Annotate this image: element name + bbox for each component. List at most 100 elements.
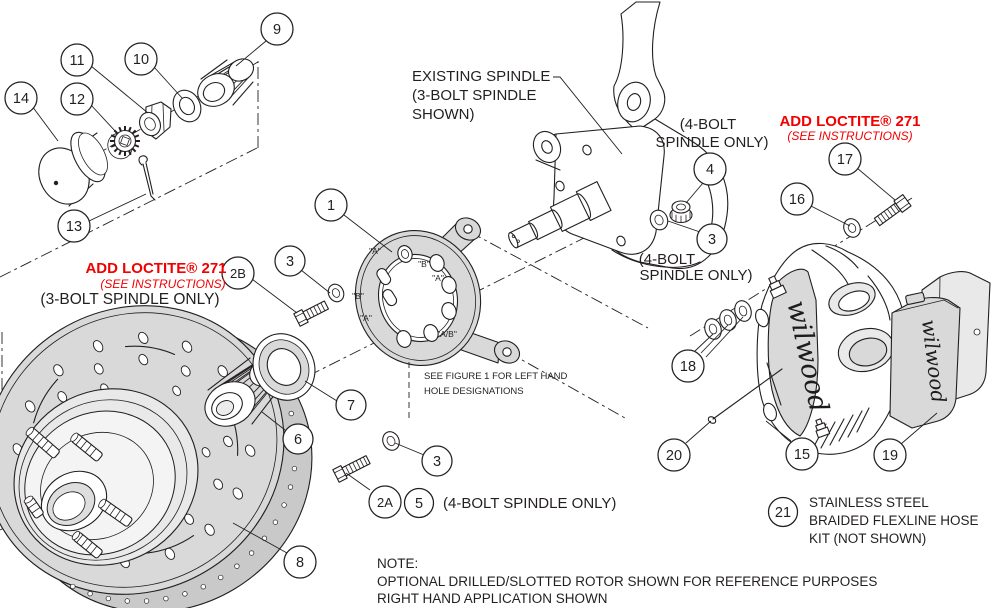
callout-4: 4 <box>693 152 727 186</box>
svg-text:"A/B": "A/B" <box>437 329 457 339</box>
callout-1: 1 <box>314 188 348 222</box>
caliper-bolt-17 <box>873 194 912 227</box>
svg-text:20: 20 <box>666 448 682 464</box>
svg-text:1: 1 <box>327 198 335 214</box>
thrust-washer <box>172 89 202 123</box>
loctite-note-left: ADD LOCTITE® 271 <box>85 260 226 277</box>
caliper-face <box>767 268 819 437</box>
callout-18: 18 <box>671 349 705 383</box>
svg-text:SPINDLE ONLY): SPINDLE ONLY) <box>639 267 752 284</box>
svg-text:21: 21 <box>775 505 791 521</box>
wheel-studs <box>23 426 133 559</box>
svg-text:(3-BOLT SPINDLE: (3-BOLT SPINDLE <box>412 87 536 104</box>
note-title: NOTE: <box>377 556 418 571</box>
svg-text:"B": "B" <box>352 291 364 301</box>
bracket-bolt-2a <box>332 431 400 483</box>
callout-balloons: 9 11 10 14 12 13 1 2B 3 4 3 17 16 7 6 3 … <box>4 12 907 579</box>
svg-text:18: 18 <box>680 359 696 375</box>
spindle-nut <box>138 101 172 140</box>
spindle-nut-lock <box>107 126 140 160</box>
svg-text:SHOWN): SHOWN) <box>412 106 475 123</box>
svg-text:6: 6 <box>294 432 302 448</box>
svg-text:9: 9 <box>273 22 281 38</box>
bleed-screw <box>815 418 831 439</box>
callout-8: 8 <box>283 545 317 579</box>
bracket-bolt-2b <box>293 283 345 327</box>
svg-text:12: 12 <box>69 92 85 108</box>
wheel-stud <box>70 432 103 462</box>
svg-text:SPINDLE ONLY): SPINDLE ONLY) <box>655 134 768 151</box>
callout-17: 17 <box>828 142 862 176</box>
svg-text:17: 17 <box>837 152 853 168</box>
callout-3c: 3 <box>421 445 453 477</box>
bleed-screw <box>768 275 787 299</box>
callout-13: 13 <box>57 209 91 243</box>
svg-text:13: 13 <box>66 219 82 235</box>
three-bolt-only-label: (3-BOLT SPINDLE ONLY) <box>40 291 219 308</box>
svg-text:"A": "A" <box>432 273 444 283</box>
cotter-pin <box>138 155 156 201</box>
text-labels: EXISTING SPINDLE (3-BOLT SPINDLE SHOWN) … <box>40 68 978 606</box>
shim-washers <box>704 300 752 340</box>
caliper-bracket <box>354 217 521 367</box>
svg-text:7: 7 <box>347 398 355 414</box>
svg-text:19: 19 <box>882 448 898 464</box>
svg-text:16: 16 <box>789 192 805 208</box>
svg-text:KIT (NOT SHOWN): KIT (NOT SHOWN) <box>809 531 926 546</box>
svg-text:3: 3 <box>286 254 294 270</box>
spindle <box>508 1 729 270</box>
svg-text:(SEE INSTRUCTIONS): (SEE INSTRUCTIONS) <box>787 129 912 143</box>
caliper-mount-lug <box>755 308 769 328</box>
svg-text:2A: 2A <box>377 495 393 510</box>
note-line-1: OPTIONAL DRILLED/SLOTTED ROTOR SHOWN FOR… <box>377 574 877 589</box>
wheel-stud <box>98 498 133 527</box>
loctite-note-right: ADD LOCTITE® 271 <box>779 113 920 130</box>
callout-2b: 2B <box>221 256 255 290</box>
four-bolt-mid-label: (4-BOLT <box>639 251 695 268</box>
outer-bearing <box>197 58 255 107</box>
caliper-washer-16 <box>843 218 861 238</box>
callout-15: 15 <box>785 437 819 471</box>
svg-text:"B": "B" <box>418 259 430 269</box>
svg-text:8: 8 <box>296 555 304 571</box>
wheel-stud <box>25 426 60 459</box>
callout-12: 12 <box>60 82 94 116</box>
callout-5: 5 <box>403 487 435 519</box>
svg-text:HOLE DESIGNATIONS: HOLE DESIGNATIONS <box>424 386 524 397</box>
callout-14: 14 <box>4 81 38 115</box>
note-line-2: RIGHT HAND APPLICATION SHOWN <box>377 591 608 606</box>
see-figure-note: SEE FIGURE 1 FOR LEFT HAND <box>424 371 568 382</box>
four-bolt-top-label: (4-BOLT <box>680 116 736 133</box>
svg-text:5: 5 <box>415 496 423 512</box>
brake-pads: wilwood <box>889 271 991 429</box>
flexline-note: STAINLESS STEEL <box>809 495 929 510</box>
bracket-holes <box>376 245 457 348</box>
svg-text:"A": "A" <box>369 246 381 256</box>
svg-text:2B: 2B <box>230 266 246 281</box>
svg-text:(SEE INSTRUCTIONS): (SEE INSTRUCTIONS) <box>100 277 225 291</box>
callout-20: 20 <box>657 438 691 472</box>
pad-retaining-pin <box>707 362 783 424</box>
callout-6: 6 <box>282 423 314 455</box>
callout-3a: 3 <box>274 245 306 277</box>
svg-text:4: 4 <box>706 162 714 178</box>
caliper-mount-lug <box>763 402 777 422</box>
wheel-stud <box>23 495 44 519</box>
dust-cap <box>38 131 108 207</box>
callout-21: 21 <box>767 496 799 528</box>
callout-3b: 3 <box>696 223 728 255</box>
svg-text:3: 3 <box>708 232 716 248</box>
pad-tab <box>905 292 926 305</box>
svg-text:BRAIDED FLEXLINE HOSE: BRAIDED FLEXLINE HOSE <box>809 513 979 528</box>
callout-19: 19 <box>873 438 907 472</box>
svg-text:15: 15 <box>794 447 810 463</box>
grease-seal <box>252 333 316 401</box>
svg-text:3: 3 <box>433 454 441 470</box>
svg-text:10: 10 <box>133 52 149 68</box>
svg-text:11: 11 <box>69 53 84 69</box>
callout-9: 9 <box>260 12 294 46</box>
callout-7: 7 <box>335 389 367 421</box>
svg-text:"A": "A" <box>360 313 372 323</box>
leader-lines <box>31 40 938 554</box>
